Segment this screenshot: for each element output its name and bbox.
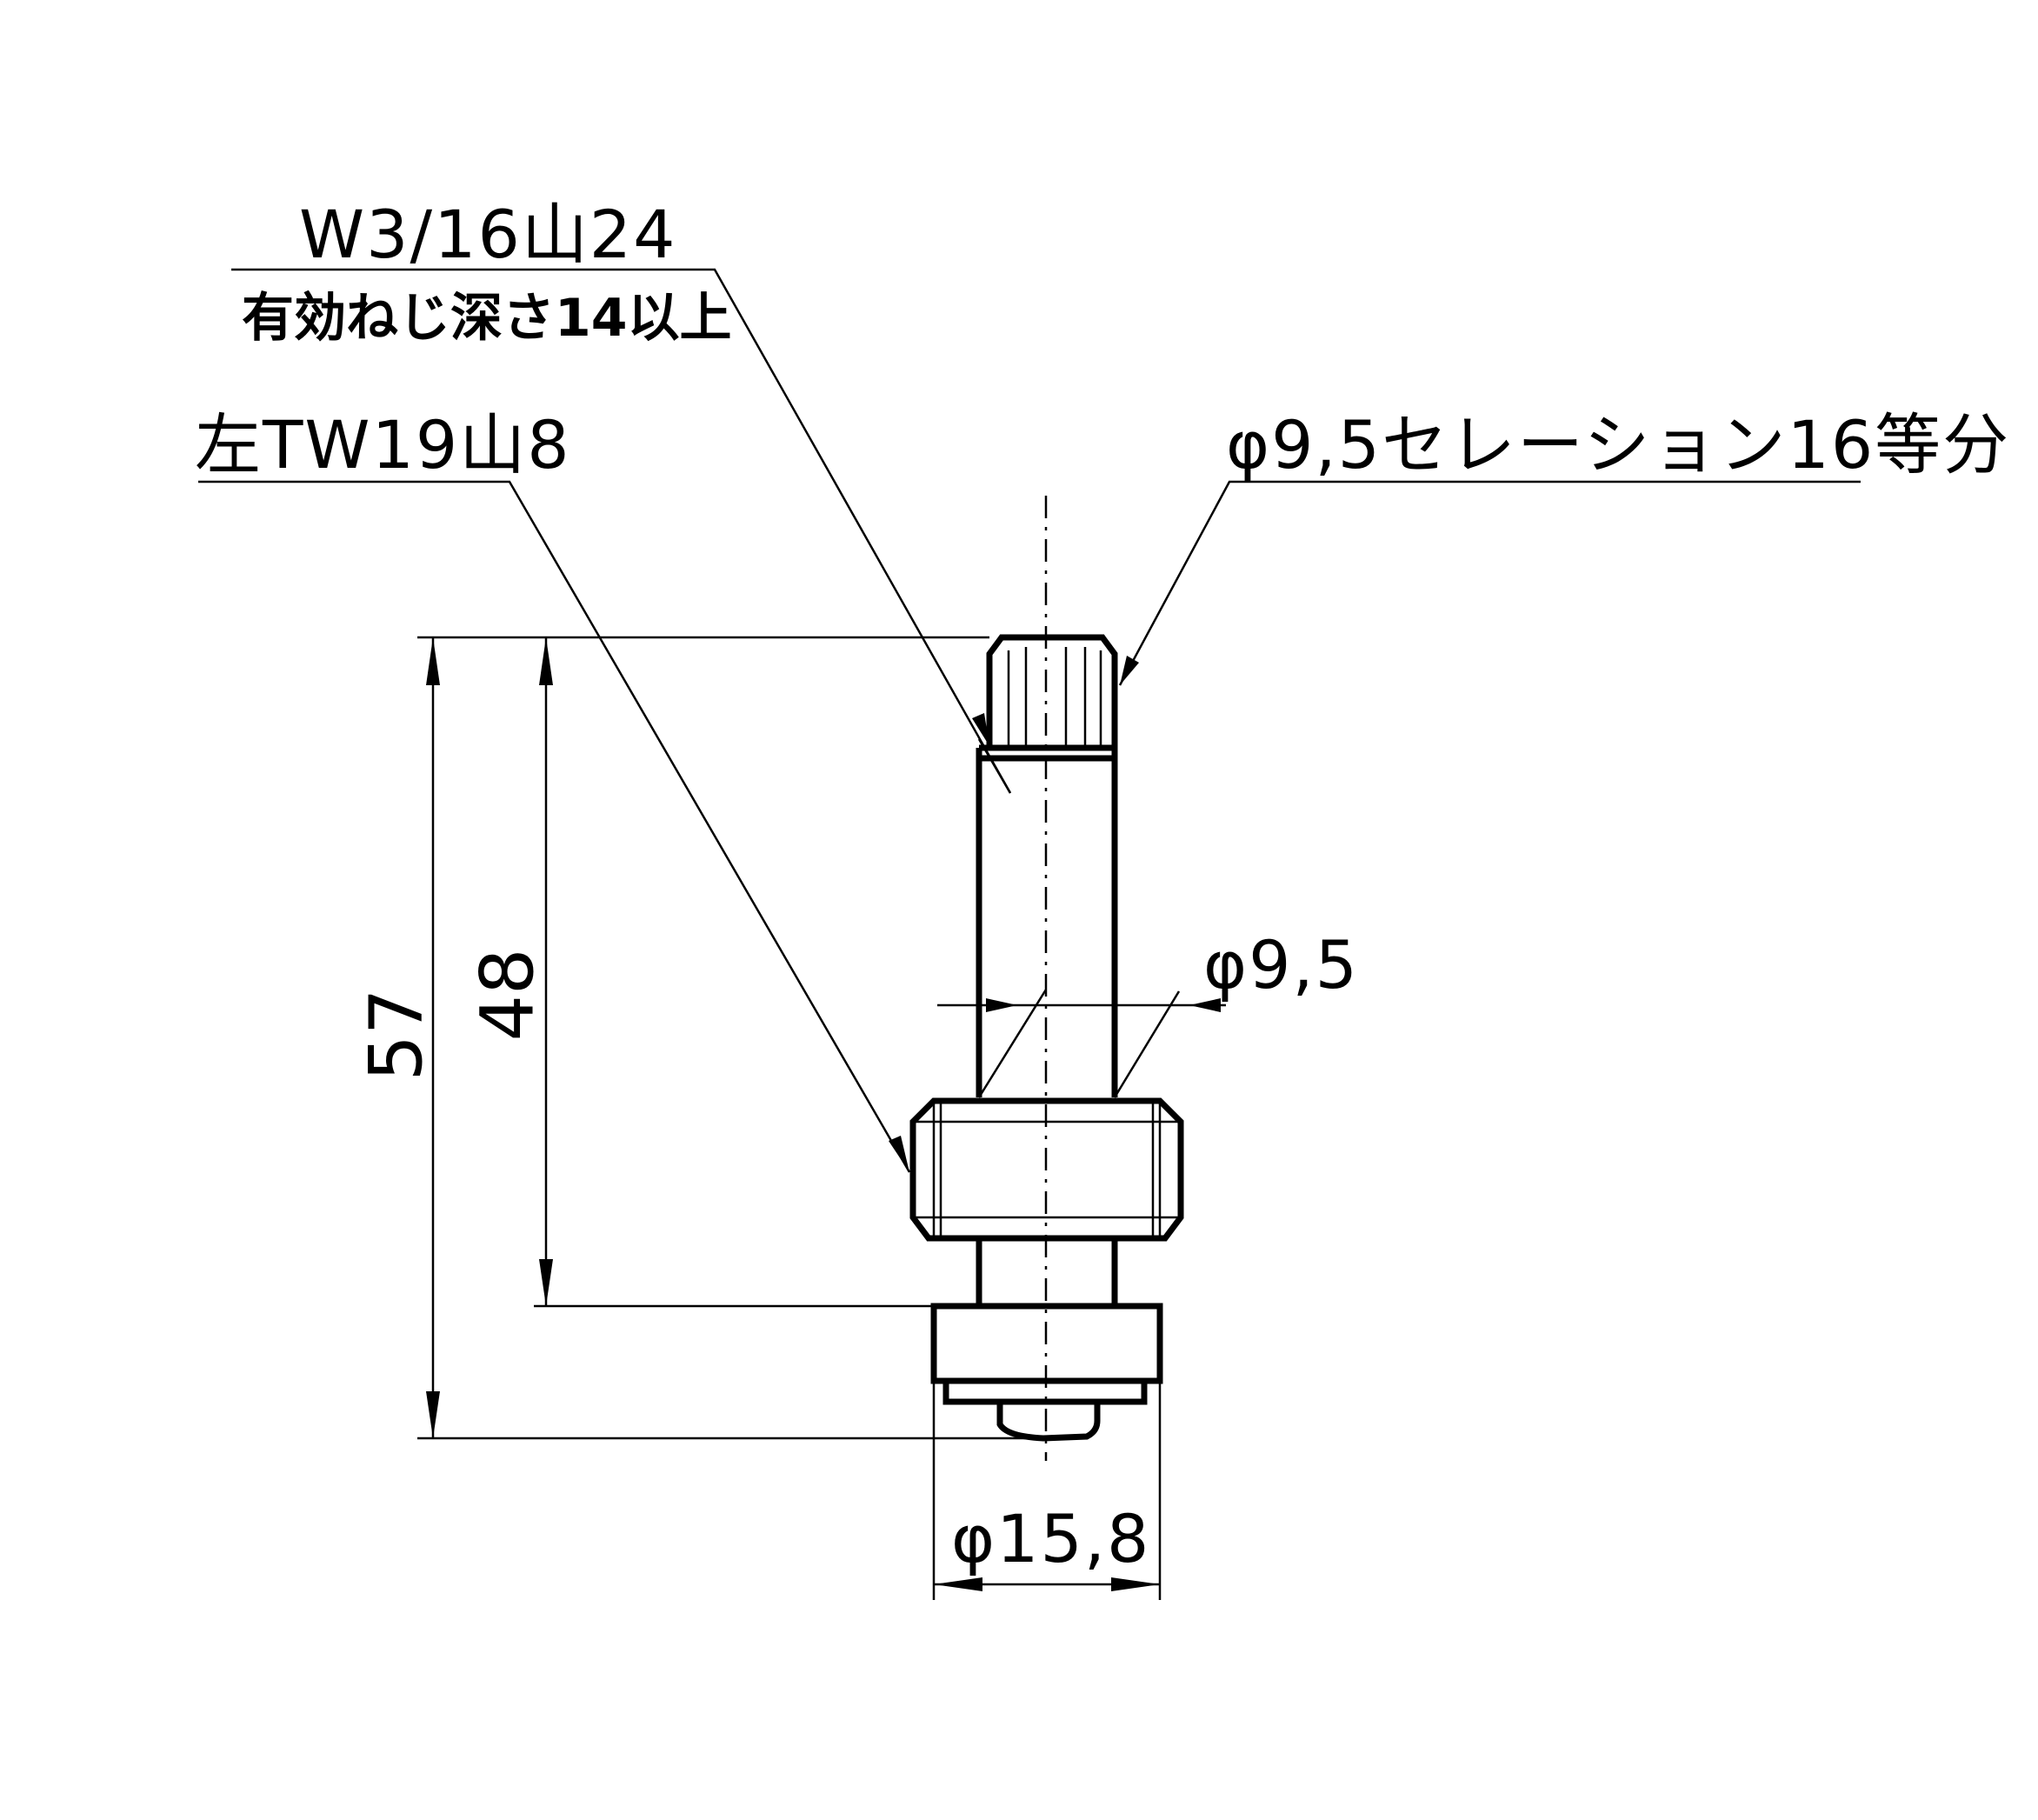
label-dim-48: 48 bbox=[464, 948, 550, 1042]
arrow-57-bottom bbox=[426, 1391, 440, 1438]
base-disk bbox=[930, 1303, 1163, 1384]
leader-thread-top-tip bbox=[977, 738, 1012, 794]
dim-stem-leader bbox=[977, 989, 1048, 1098]
leader-thread-top bbox=[231, 268, 1012, 794]
label-stem-diameter: φ9,5 bbox=[1203, 926, 1359, 1003]
label-dim-57: 57 bbox=[353, 988, 439, 1082]
label-serration: φ9,5セレーション16等分 bbox=[1226, 406, 2011, 483]
arrow-base-left bbox=[934, 1577, 982, 1591]
arrow-thread-left bbox=[889, 1136, 909, 1172]
arrow-48-bottom bbox=[539, 1259, 553, 1306]
neck-groove bbox=[976, 744, 1118, 762]
arrow-base-right bbox=[1111, 1577, 1160, 1591]
label-base-diameter: φ15,8 bbox=[951, 1500, 1151, 1577]
arrow-stem-right bbox=[1189, 998, 1221, 1012]
base-tip bbox=[996, 1402, 1101, 1442]
base-washer bbox=[942, 1381, 1148, 1405]
arrow-thread-top bbox=[972, 713, 989, 746]
arrow-48-top bbox=[539, 637, 553, 685]
label-thread-left: 左TW19山8 bbox=[195, 406, 571, 483]
leader-serration bbox=[1118, 480, 1861, 686]
arrow-57-top bbox=[426, 637, 440, 685]
arrow-stem-left bbox=[986, 998, 1017, 1012]
dim-stem-leader bbox=[1113, 990, 1181, 1098]
label-thread-top: W3/16山24 bbox=[299, 196, 677, 273]
arrow-serration bbox=[1120, 656, 1139, 685]
label-thread-depth: 有効ねじ深さ14以上 bbox=[242, 288, 732, 349]
leader-thread-left bbox=[198, 480, 911, 1173]
